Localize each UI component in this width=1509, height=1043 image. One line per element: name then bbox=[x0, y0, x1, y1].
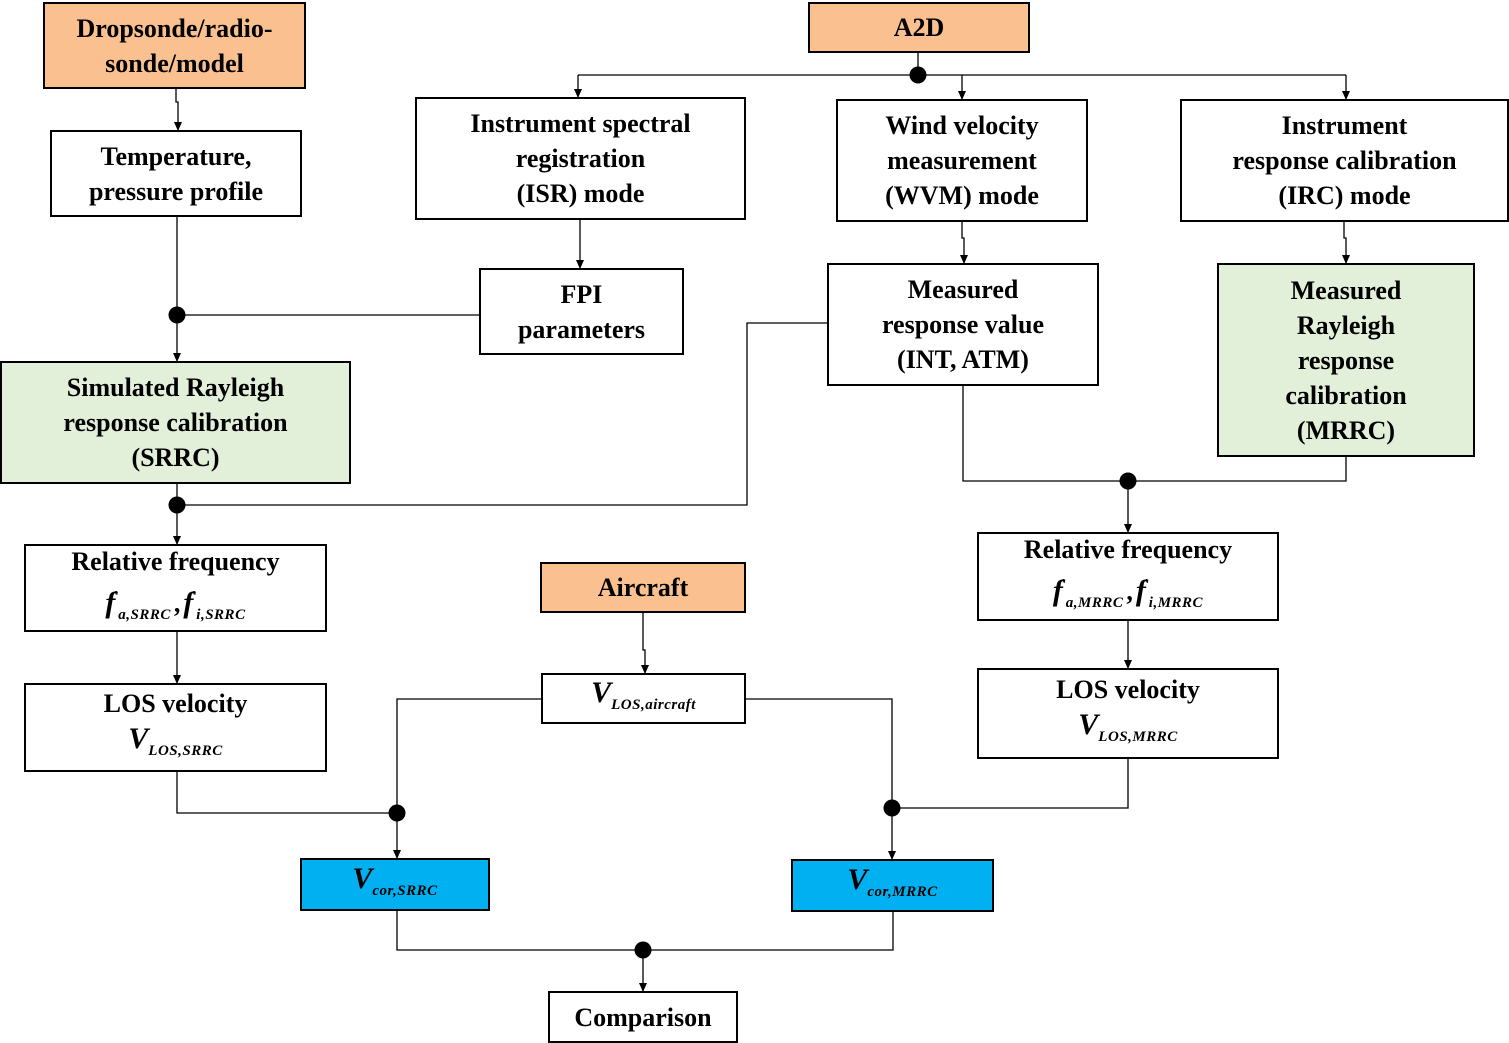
srrc-line-2: response calibration bbox=[63, 408, 288, 437]
temperature-pressure-box: Temperature, pressure profile bbox=[50, 130, 302, 217]
isr-mode-line-1: Instrument spectral bbox=[470, 109, 691, 138]
source-model-line-1: Dropsonde/radio- bbox=[76, 13, 273, 43]
temperature-pressure-line-2: pressure profile bbox=[88, 176, 264, 206]
srrc-box: Simulated Rayleigh response calibration … bbox=[0, 361, 351, 484]
vcor-mrrc-formula: Vcor,MRRC bbox=[847, 862, 938, 900]
a2d-label: A2D bbox=[893, 13, 945, 42]
wvm-mode-line-1: Wind velocity bbox=[885, 111, 1039, 140]
a2d-box: A2D bbox=[808, 2, 1030, 53]
edge-measured-to-srrc-join bbox=[177, 322, 827, 506]
los-aircraft-formula: VLOS,aircraft bbox=[591, 675, 696, 713]
isr-mode-box: Instrument spectral registration (ISR) m… bbox=[415, 97, 746, 220]
los-aircraft-box: VLOS,aircraft bbox=[541, 673, 746, 724]
edge-aircraft-to-los bbox=[641, 612, 649, 674]
relative-frequency-mrrc-box: Relative frequency f'a,MRRC,f'i,MRRC bbox=[977, 532, 1279, 621]
los-velocity-srrc-formula: VLOS,SRRC bbox=[128, 722, 223, 759]
irc-mode-line-2: response calibration bbox=[1232, 146, 1457, 175]
junction-dot-srrc bbox=[168, 496, 186, 514]
measured-response-line-3: (INT, ATM) bbox=[897, 345, 1029, 374]
junction-dot-mrrc bbox=[1119, 472, 1137, 490]
mrrc-box: Measured Rayleigh response calibration (… bbox=[1217, 263, 1475, 457]
wvm-mode-line-3: (WVM) mode bbox=[885, 181, 1039, 210]
isr-mode-line-2: registration bbox=[515, 144, 646, 173]
edge-source-to-temperature bbox=[174, 88, 182, 131]
junction-dot-comparison bbox=[634, 941, 652, 959]
relative-frequency-srrc-formula: f'a,SRRC,f'i,SRRC bbox=[105, 585, 246, 623]
relative-frequency-srrc-box: Relative frequency f'a,SRRC,f'i,SRRC bbox=[24, 544, 327, 632]
fpi-parameters-box: FPI parameters bbox=[479, 268, 684, 355]
junction-dot-fpi bbox=[168, 306, 186, 324]
los-velocity-mrrc-label: LOS velocity bbox=[1056, 675, 1200, 704]
wvm-mode-line-2: measurement bbox=[887, 146, 1037, 175]
edge-wvm-to-measured bbox=[960, 221, 968, 264]
mrrc-line-1: Measured bbox=[1290, 275, 1402, 305]
relative-frequency-mrrc-formula: f'a,MRRC,f'i,MRRC bbox=[1052, 574, 1204, 611]
fpi-parameters-line-2: parameters bbox=[517, 314, 646, 344]
isr-mode-line-3: (ISR) mode bbox=[516, 179, 645, 208]
srrc-line-3: (SRRC) bbox=[131, 443, 220, 472]
mrrc-line-3: response bbox=[1297, 345, 1395, 375]
relative-frequency-srrc-label: Relative frequency bbox=[71, 546, 280, 576]
measured-response-line-2: response value bbox=[881, 310, 1045, 339]
edge-los-srrc-join bbox=[176, 772, 397, 814]
edge-los-aircraft-right bbox=[745, 698, 896, 860]
edge-measured-to-mrrc-join bbox=[962, 385, 1347, 482]
measured-response-line-1: Measured bbox=[907, 275, 1019, 304]
fpi-parameters-line-1: FPI bbox=[560, 279, 603, 309]
comparison-box: Comparison bbox=[548, 991, 738, 1043]
junction-dot-vcor-mrrc bbox=[883, 799, 901, 817]
relative-frequency-mrrc-label: Relative frequency bbox=[1023, 535, 1233, 564]
edge-irc-to-mrrc bbox=[1342, 221, 1350, 264]
srrc-line-1: Simulated Rayleigh bbox=[66, 373, 285, 402]
source-model-line-2: sonde/model bbox=[105, 48, 244, 78]
junction-dot-vcor-srrc bbox=[388, 804, 406, 822]
vcor-mrrc-box: Vcor,MRRC bbox=[791, 859, 994, 912]
irc-mode-box: Instrument response calibration (IRC) mo… bbox=[1180, 99, 1509, 222]
edge-los-mrrc-join bbox=[892, 758, 1129, 809]
mrrc-line-4: calibration bbox=[1285, 380, 1407, 410]
mrrc-line-5: (MRRC) bbox=[1296, 415, 1396, 445]
los-velocity-srrc-box: LOS velocity VLOS,SRRC bbox=[24, 683, 327, 772]
comparison-label: Comparison bbox=[574, 1002, 712, 1032]
source-model-box: Dropsonde/radio- sonde/model bbox=[43, 2, 306, 89]
edge-los-aircraft-left bbox=[393, 698, 541, 859]
aircraft-label: Aircraft bbox=[597, 573, 689, 602]
los-velocity-srrc-label: LOS velocity bbox=[103, 689, 248, 718]
aircraft-box: Aircraft bbox=[540, 562, 746, 613]
wvm-mode-box: Wind velocity measurement (WVM) mode bbox=[836, 99, 1088, 222]
junction-dot-a2d bbox=[909, 66, 927, 84]
vcor-srrc-formula: Vcor,SRRC bbox=[352, 861, 438, 899]
irc-mode-line-3: (IRC) mode bbox=[1278, 181, 1411, 210]
los-velocity-mrrc-box: LOS velocity VLOS,MRRC bbox=[977, 668, 1279, 759]
mrrc-line-2: Rayleigh bbox=[1296, 310, 1396, 340]
measured-response-box: Measured response value (INT, ATM) bbox=[827, 263, 1099, 386]
vcor-srrc-box: Vcor,SRRC bbox=[300, 858, 490, 911]
temperature-pressure-line-1: Temperature, bbox=[100, 141, 252, 171]
los-velocity-mrrc-formula: VLOS,MRRC bbox=[1078, 708, 1178, 745]
irc-mode-line-1: Instrument bbox=[1281, 111, 1408, 140]
